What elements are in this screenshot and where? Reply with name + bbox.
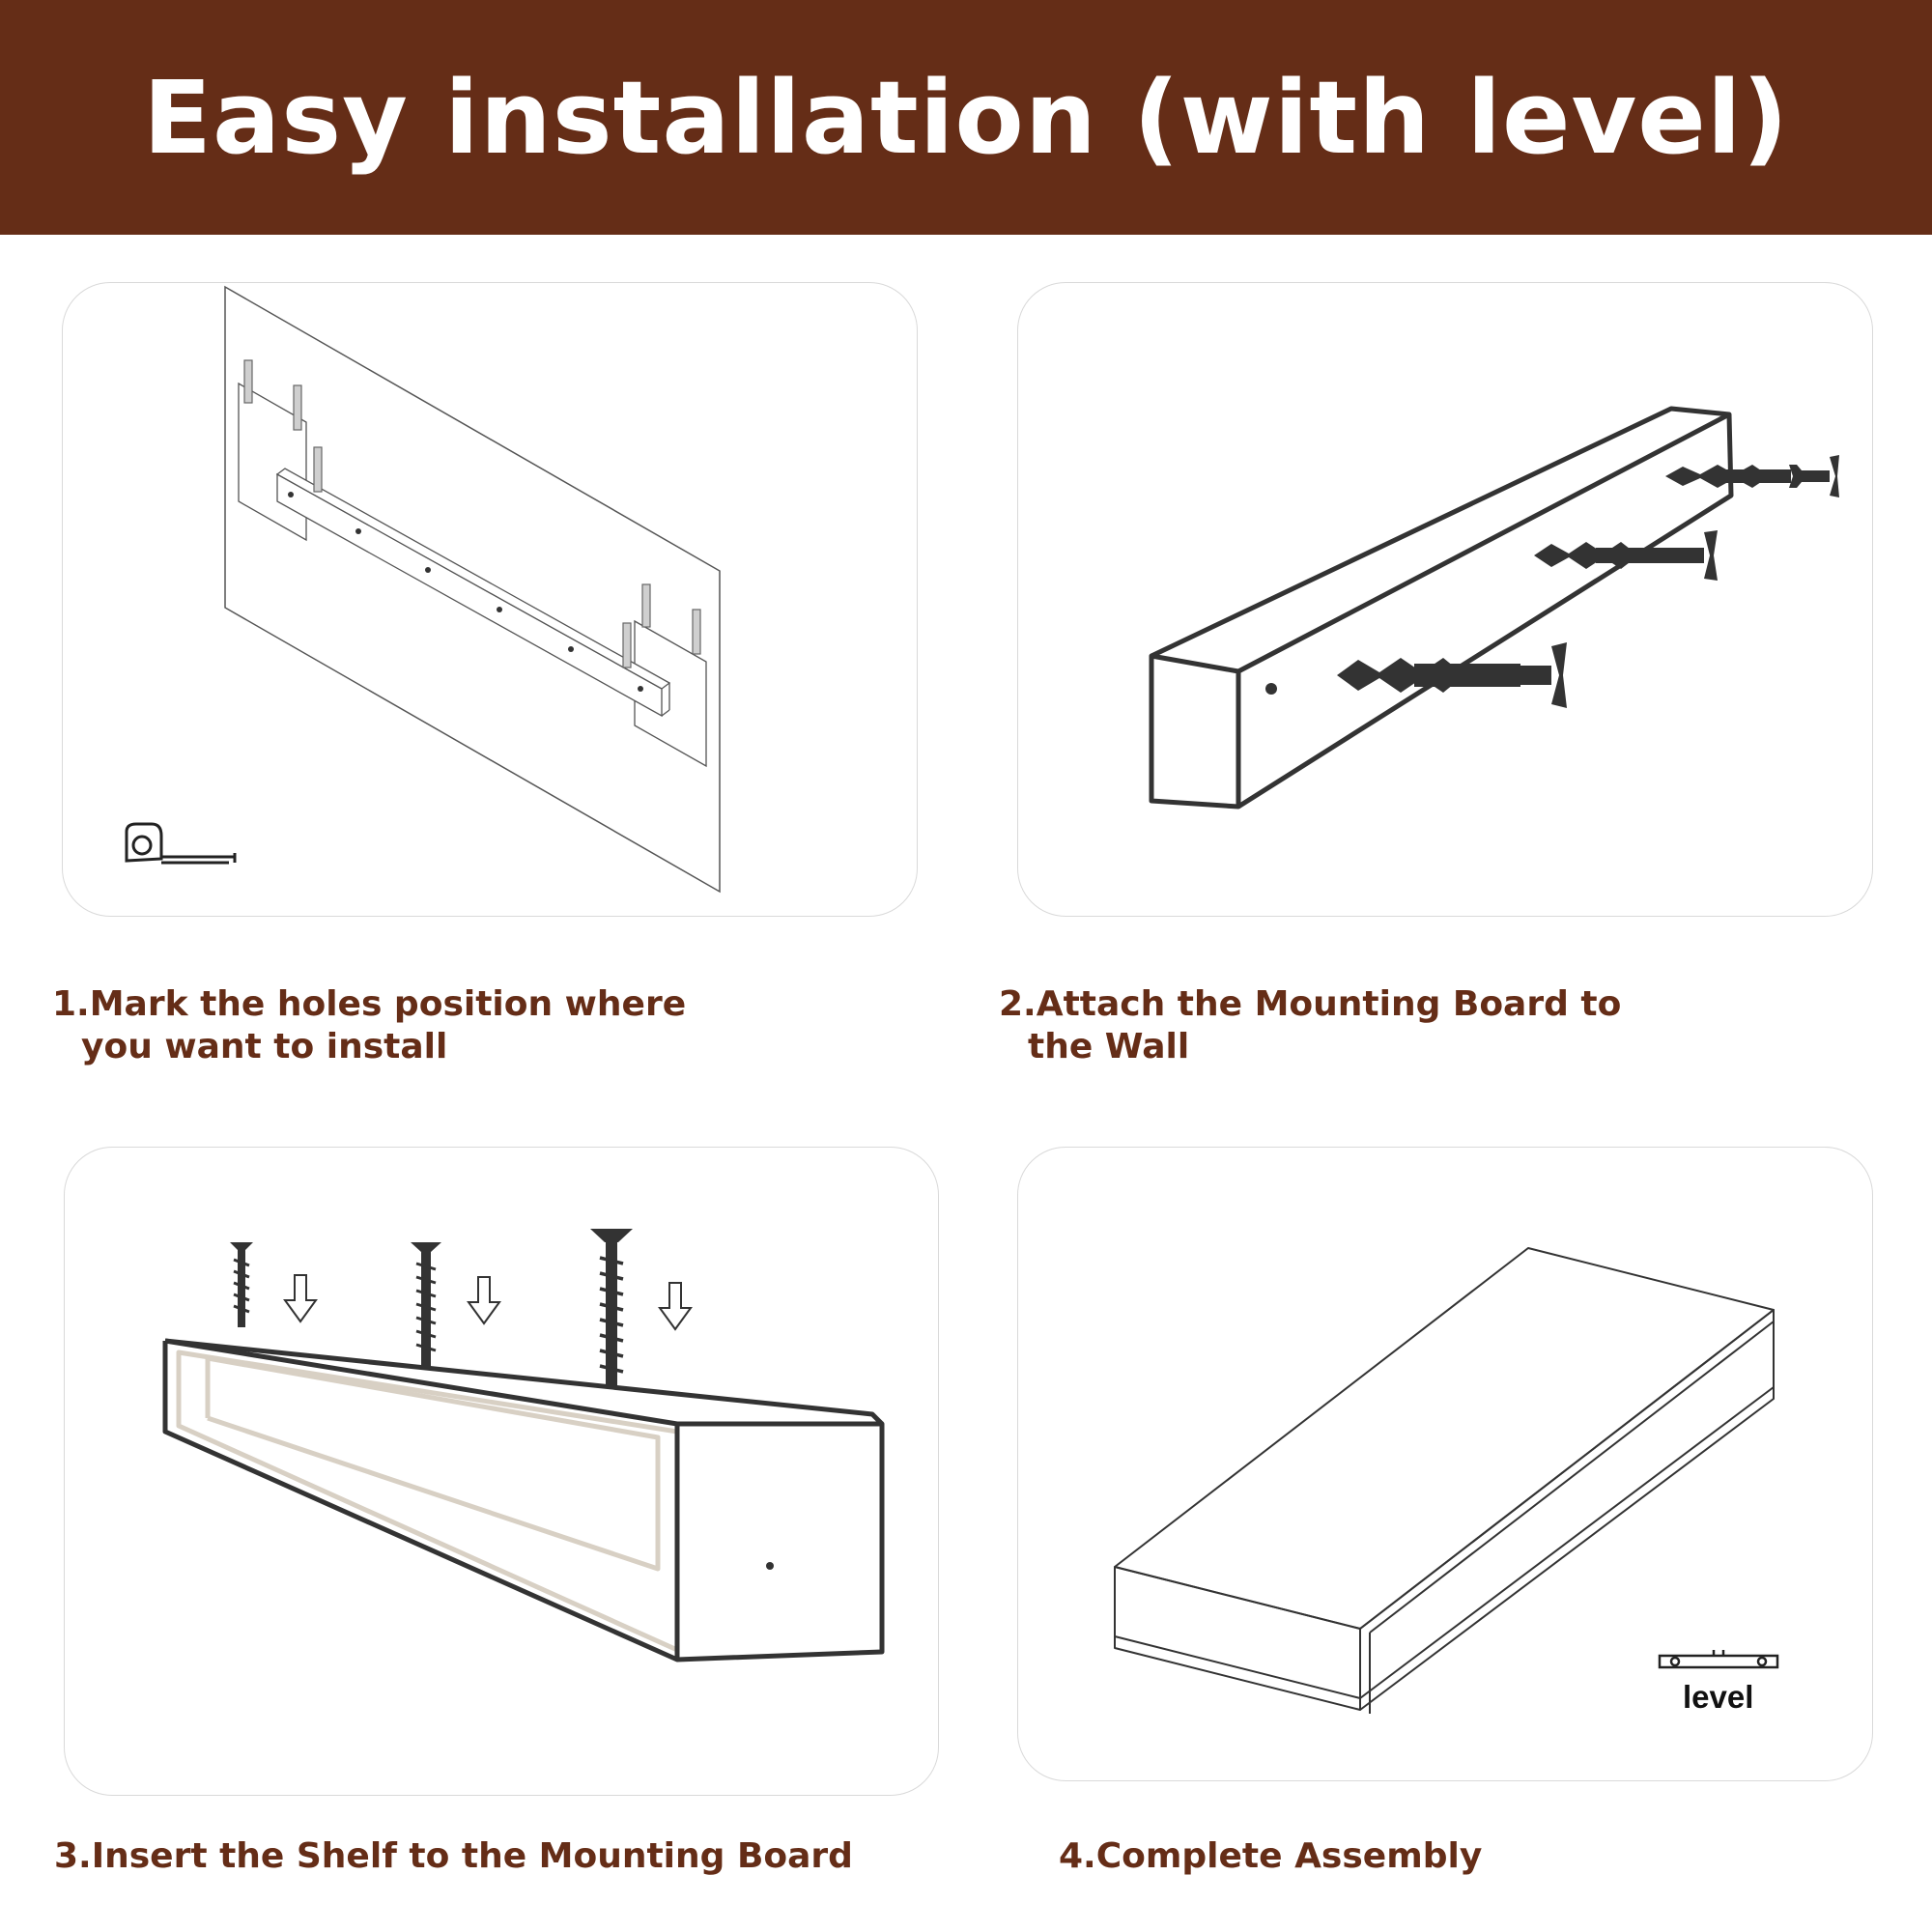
step-2-caption: 2.Attach the Mounting Board to the Wall (999, 983, 1621, 1068)
step-1-caption-line2: you want to install (81, 1027, 448, 1066)
step-3-caption: 3.Insert the Shelf to the Mounting Board (54, 1835, 853, 1878)
step-4-caption: 4.Complete Assembly (1059, 1835, 1482, 1878)
step-4-caption-line1: 4.Complete Assembly (1059, 1836, 1483, 1876)
step-2-caption-line2: the Wall (1028, 1027, 1190, 1066)
assembled-shelf-illustration: level (1114, 1247, 1779, 1715)
screw-icon (230, 1229, 633, 1387)
step-1-caption: 1.Mark the holes position where you want… (52, 983, 686, 1068)
step-2-caption-line1: 2.Attach the Mounting Board to (999, 984, 1622, 1024)
mounting-board-illustration (1149, 406, 1839, 810)
step-3-caption-line1: 3.Insert the Shelf to the Mounting Board (54, 1836, 853, 1876)
step-3-illustration-panel (64, 1147, 939, 1796)
step-4-illustration-panel: level (1017, 1147, 1873, 1781)
step-1-illustration-panel (62, 282, 918, 917)
down-arrow-icon (283, 1274, 693, 1331)
page-title: Easy installation (with level) (142, 58, 1790, 177)
step-1-caption-line1: 1.Mark the holes position where (52, 984, 687, 1024)
tape-measure-icon (125, 822, 237, 865)
spirit-level-icon (1658, 1650, 1779, 1669)
step-2-illustration-panel (1017, 282, 1873, 917)
wall-marking-illustration (125, 285, 721, 894)
shelf-insert-illustration (162, 1229, 885, 1662)
wall-anchor-icon (1337, 455, 1839, 708)
level-label: level (1683, 1679, 1753, 1715)
title-banner: Easy installation (with level) (0, 0, 1932, 235)
